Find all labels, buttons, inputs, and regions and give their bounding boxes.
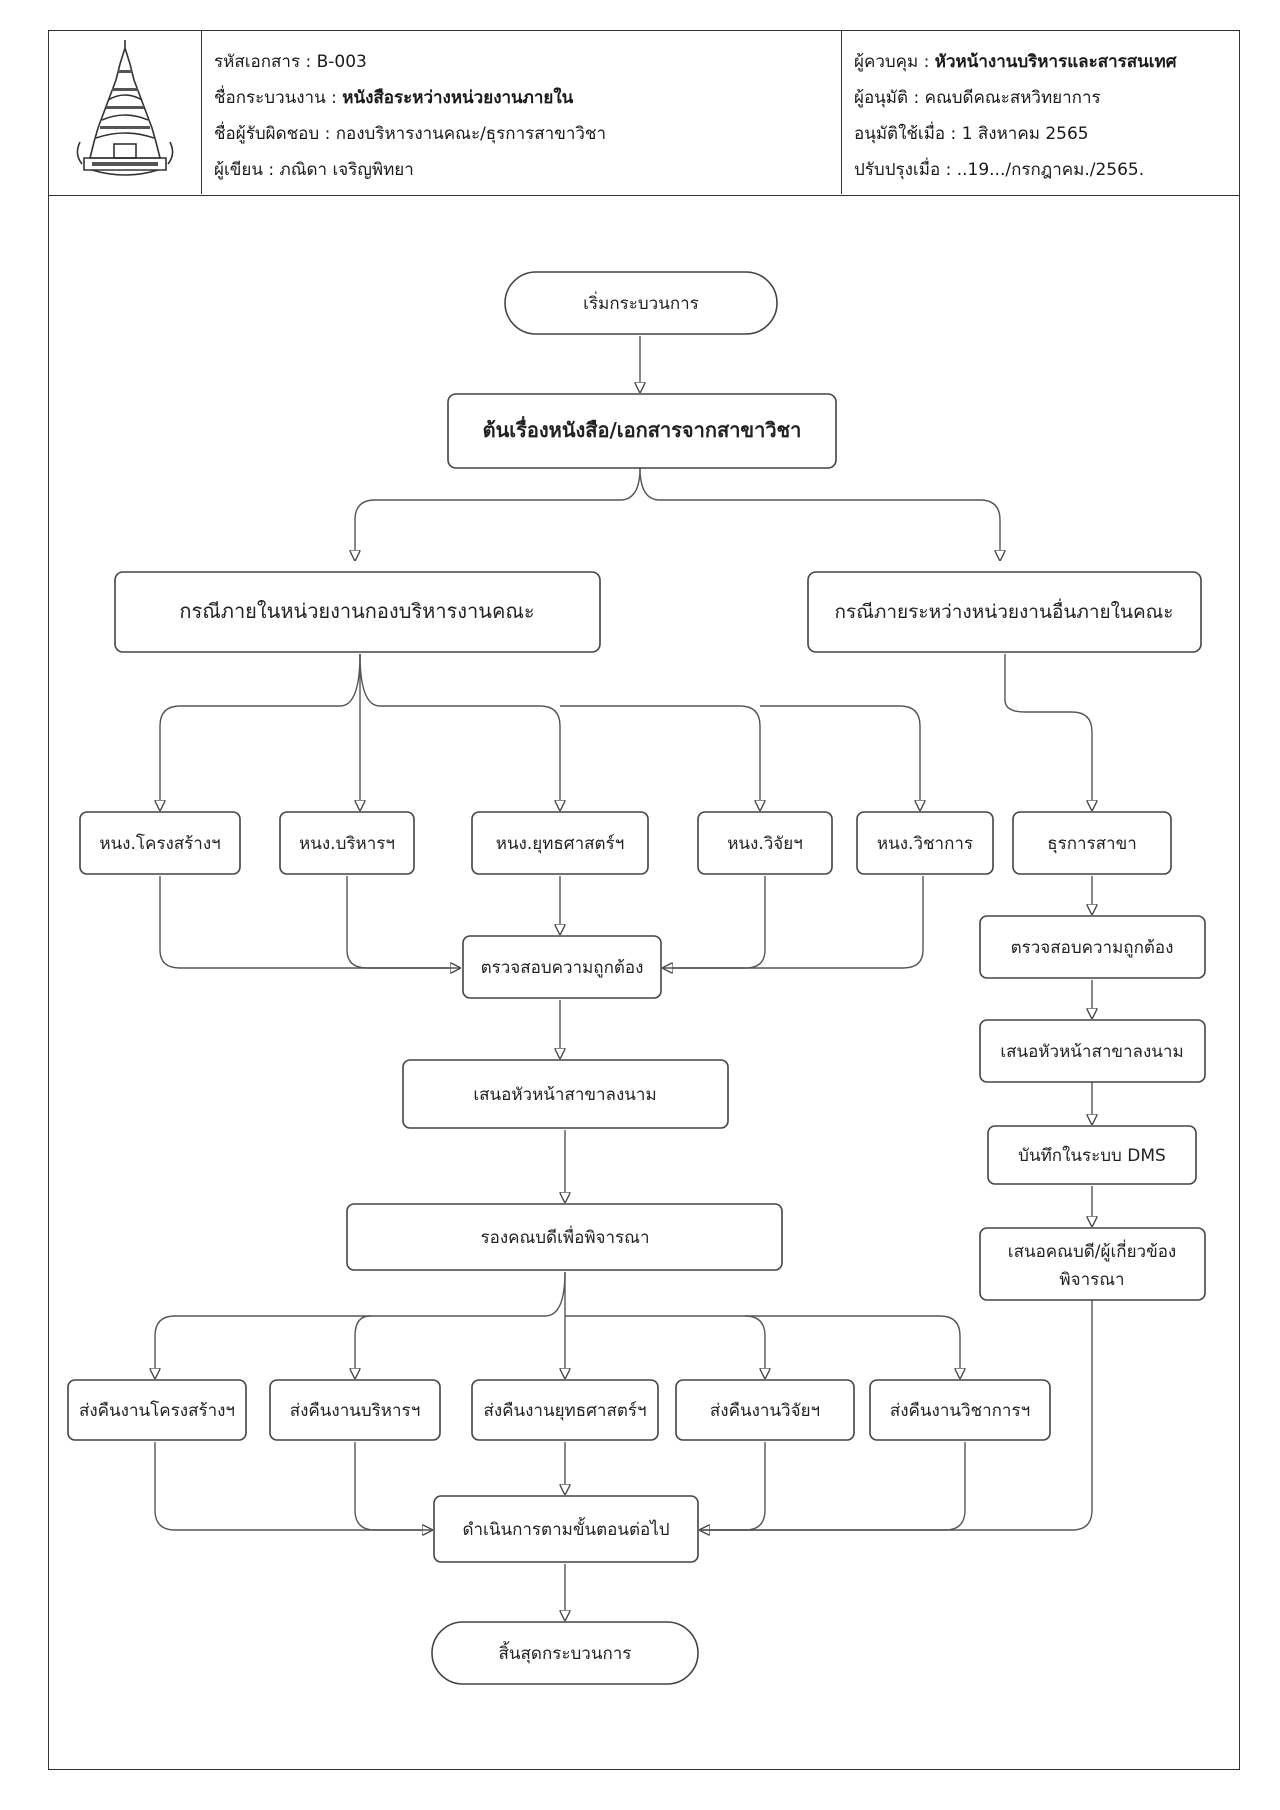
unit-strategy-box — [471, 811, 649, 875]
connector-research-check — [663, 876, 766, 968]
proceed-label: ดำเนินการตามขั้นตอนต่อไป — [462, 1517, 669, 1540]
vice-dean-box — [346, 1203, 783, 1271]
connector-structure-check — [159, 876, 460, 968]
page-frame — [48, 30, 1240, 1770]
start-terminal — [504, 271, 778, 335]
header-info-left: รหัสเอกสาร : B-003 ชื่อกระบวนงาน : หนังส… — [202, 30, 842, 194]
unit-academic-label: หนง.วิชาการ — [877, 834, 973, 854]
process-name-line: ชื่อกระบวนงาน : หนังสือระหว่างหน่วยงานภา… — [214, 88, 574, 108]
return-strategy-box — [471, 1379, 659, 1441]
connector-vicedean-return-academic — [745, 1315, 960, 1378]
branch-clerk-box — [1012, 811, 1172, 875]
process-name: หนังสือระหว่างหน่วยงานภายใน — [342, 88, 574, 108]
head-sign-right-box — [979, 1019, 1206, 1083]
case-internal-label: กรณีภายในหน่วยงานกองบริหารงานคณะ — [179, 599, 534, 623]
proceed-box — [433, 1495, 699, 1563]
unit-research-label: หนง.วิจัยฯ — [727, 834, 803, 854]
connector-return-academic-proceed — [700, 1442, 966, 1531]
logo-cell — [48, 30, 202, 194]
dms-label: บันทึกในระบบ DMS — [1018, 1145, 1166, 1166]
return-structure-label: ส่งคืนงานโครงสร้างฯ — [79, 1400, 235, 1421]
unit-strategy-label: หนง.ยุทธศาสตร์ฯ — [496, 834, 625, 854]
case-internal-box — [114, 571, 601, 653]
return-academic-label: ส่งคืนงานวิชาการฯ — [890, 1401, 1030, 1421]
dean-consider-label-2: พิจารณา — [1059, 1270, 1124, 1290]
header-info-right: ผู้ควบคุม : หัวหน้างานบริหารและสารสนเทศ … — [842, 30, 1238, 194]
approved-date: 1 สิงหาคม 2565 — [961, 124, 1089, 144]
connector-internal-academic — [760, 705, 920, 810]
return-academic-box — [869, 1379, 1051, 1441]
unit-admin-label: หนง.บริหารฯ — [299, 834, 395, 854]
connector-academic-check — [663, 876, 924, 969]
head-sign-left-label: เสนอหัวหน้าสาขาลงนาม — [473, 1085, 656, 1105]
return-admin-box — [269, 1379, 441, 1441]
start-label: เริ่มกระบวนการ — [583, 291, 699, 314]
connector-other-clerk — [1004, 654, 1092, 810]
document-header: รหัสเอกสาร : B-003 ชื่อกระบวนงาน : หนังส… — [48, 30, 1240, 196]
check-right-label: ตรวจสอบความถูกต้อง — [1011, 938, 1174, 958]
approver: คณบดีคณะสหวิทยาการ — [924, 88, 1101, 108]
connector-internal-structure — [160, 653, 361, 810]
controller: หัวหน้างานบริหารและสารสนเทศ — [934, 52, 1177, 72]
connector-dean-proceed — [700, 1300, 1093, 1531]
revised-date: ..19.../กรกฎาคม./2565. — [956, 160, 1145, 180]
unit-research-box — [697, 811, 833, 875]
return-structure-box — [67, 1379, 247, 1441]
revised-date-line: ปรับปรุงเมื่อ : ..19.../กรกฎาคม./2565. — [854, 160, 1145, 180]
unit-structure-label: หนง.โครงสร้างฯ — [99, 833, 220, 854]
return-research-box — [675, 1379, 855, 1441]
doc-code-line: รหัสเอกสาร : B-003 — [214, 52, 367, 72]
vice-dean-label: รองคณบดีเพื่อพิจารณา — [480, 1225, 649, 1248]
connector-return-structure-proceed — [154, 1442, 432, 1530]
connector-return-admin-proceed — [354, 1442, 432, 1531]
branch-clerk-label: ธุรการสาขา — [1047, 834, 1137, 854]
approved-date-line: อนุมัติใช้เมื่อ : 1 สิงหาคม 2565 — [854, 124, 1089, 144]
author: ภณิดา เจริญพิทยา — [279, 160, 414, 180]
connector-vicedean-return-admin — [355, 1315, 371, 1378]
case-other-box — [807, 571, 1202, 653]
dean-consider-label-1: เสนอคณบดี/ผู้เกี่ยวข้อง — [1008, 1239, 1176, 1262]
connector-origin-other — [639, 467, 1000, 560]
return-research-label: ส่งคืนงานวิจัยฯ — [710, 1401, 820, 1421]
connector-admin-check — [346, 876, 460, 969]
connector-return-research-proceed — [700, 1442, 766, 1530]
dms-box — [987, 1125, 1197, 1185]
responsible-line: ชื่อผู้รับผิดชอบ : กองบริหารงานคณะ/ธุรกา… — [214, 124, 606, 144]
check-left-box — [462, 935, 662, 999]
origin-box — [447, 393, 837, 469]
end-terminal — [431, 1621, 699, 1685]
responsible: กองบริหารงานคณะ/ธุรการสาขาวิชา — [335, 124, 606, 144]
unit-structure-box — [79, 811, 241, 875]
connector-internal-research — [560, 705, 760, 810]
check-left-label: ตรวจสอบความถูกต้อง — [481, 958, 644, 978]
check-right-box — [979, 915, 1206, 979]
origin-label: ต้นเรื่องหนังสือ/เอกสารจากสาขาวิชา — [483, 415, 802, 442]
author-line: ผู้เขียน : ภณิดา เจริญพิทยา — [214, 160, 414, 180]
unit-admin-box — [279, 811, 415, 875]
controller-line: ผู้ควบคุม : หัวหน้างานบริหารและสารสนเทศ — [854, 52, 1177, 72]
unit-academic-box — [856, 811, 994, 875]
approver-line: ผู้อนุมัติ : คณบดีคณะสหวิทยาการ — [854, 88, 1101, 108]
end-label: สิ้นสุดกระบวนการ — [499, 1641, 632, 1664]
return-admin-label: ส่งคืนงานบริหารฯ — [290, 1401, 421, 1421]
university-seal-logo — [76, 40, 174, 176]
connector-vicedean-return-research — [565, 1315, 765, 1378]
case-other-label: กรณีภายระหว่างหน่วยงานอื่นภายในคณะ — [835, 598, 1174, 623]
connector-origin-internal — [355, 467, 641, 560]
connector-internal-strategy — [359, 653, 560, 810]
return-strategy-label: ส่งคืนงานยุทธศาสตร์ฯ — [483, 1401, 646, 1421]
head-sign-right-label: เสนอหัวหน้าสาขาลงนาม — [1000, 1042, 1183, 1062]
dean-consider-box — [979, 1227, 1206, 1301]
doc-code: B-003 — [316, 52, 367, 72]
connector-vicedean-return-structure — [155, 1271, 566, 1378]
head-sign-left-box — [402, 1059, 729, 1129]
